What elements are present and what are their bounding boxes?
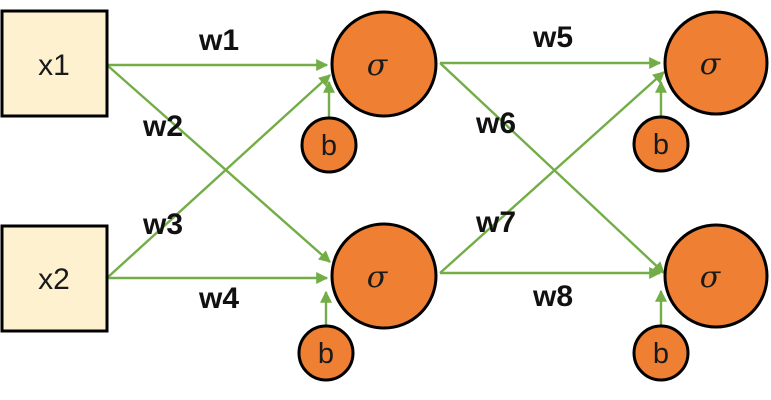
edge-h2-to-o1 <box>439 71 665 274</box>
input-label-x2: x2 <box>38 263 70 296</box>
bias-label: b <box>653 338 669 370</box>
output-neuron-2: σ <box>663 223 769 329</box>
edge-h1-to-o2 <box>439 62 665 274</box>
edge-x2-to-h1 <box>106 74 331 279</box>
weight-label-w8: w8 <box>532 280 573 313</box>
bias-label: b <box>321 130 337 162</box>
output-neuron-1: σ <box>663 10 769 116</box>
bias-node-o1: b <box>632 115 690 173</box>
input-label-x1: x1 <box>38 49 70 82</box>
weight-label-w7: w7 <box>475 206 516 239</box>
bias-node-h1: b <box>300 116 358 174</box>
activation-symbol: σ <box>367 260 389 295</box>
edge-x1-to-h2 <box>106 64 331 263</box>
hidden-neuron-1: σ <box>330 10 438 118</box>
bias-label: b <box>318 338 334 370</box>
bias-label: b <box>653 129 669 161</box>
weight-label-w6: w6 <box>475 107 516 140</box>
weight-label-w3: w3 <box>142 208 183 241</box>
activation-symbol: σ <box>367 48 389 83</box>
hidden-neuron-2: σ <box>330 222 438 330</box>
bias-node-h2: b <box>297 324 355 382</box>
bias-node-o2: b <box>632 324 690 382</box>
weight-label-w1: w1 <box>198 24 239 57</box>
input-node-x2: x2 <box>0 224 109 333</box>
weight-label-w2: w2 <box>142 110 183 143</box>
weight-label-w5: w5 <box>532 21 573 54</box>
input-node-x1: x1 <box>0 9 109 118</box>
weight-label-w4: w4 <box>198 282 239 315</box>
activation-symbol: σ <box>700 260 722 295</box>
activation-symbol: σ <box>700 47 722 82</box>
